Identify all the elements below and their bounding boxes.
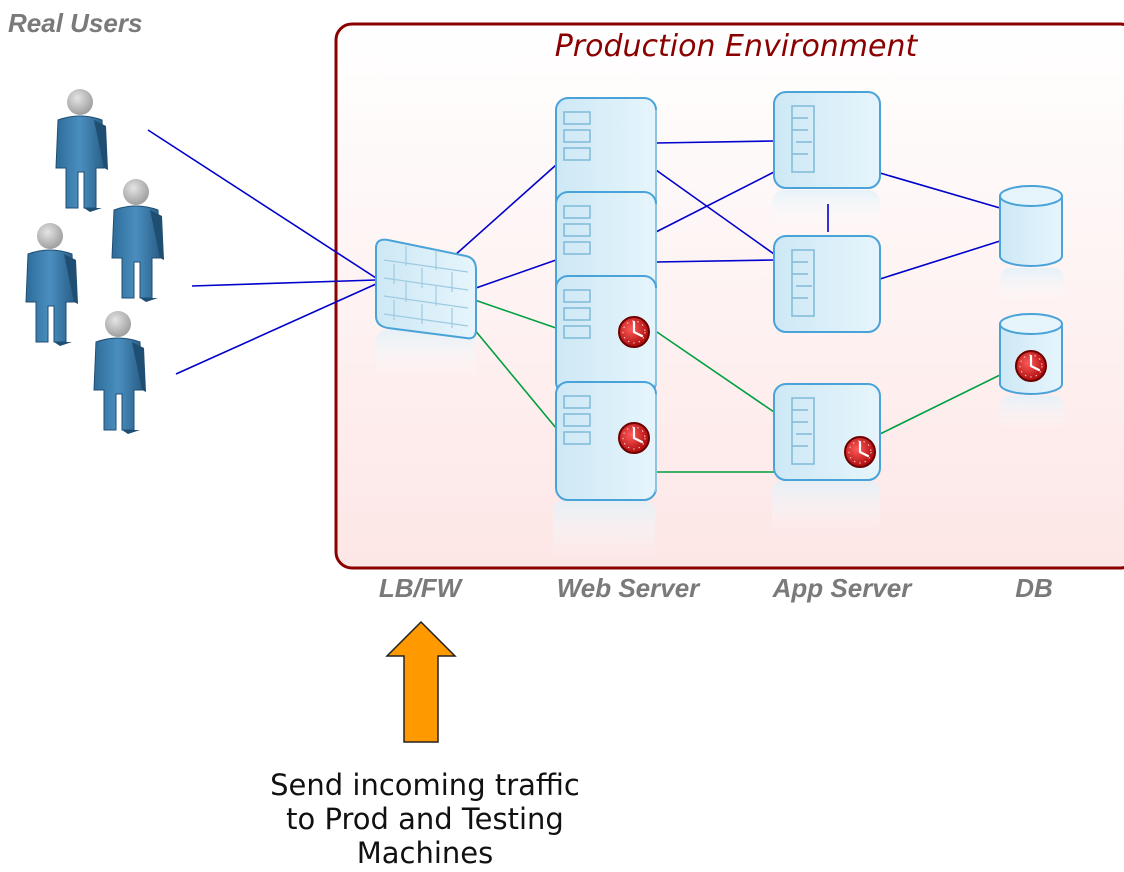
clock-icon [617, 421, 651, 455]
column-labels: LB/FW Web Server App Server DB [379, 573, 1053, 603]
traffic-note: Send incoming traffic to Prod and Testin… [270, 768, 580, 870]
database-icon [999, 185, 1063, 267]
production-links [453, 140, 1001, 289]
person-icon [111, 178, 165, 303]
column-label-app: App Server [772, 573, 914, 603]
users-label: Real Users [8, 8, 142, 38]
column-label-db: DB [1015, 573, 1053, 603]
clock-icon [617, 315, 651, 349]
app-servers [773, 91, 881, 481]
column-label-lb: LB/FW [379, 573, 464, 603]
firewall-icon [375, 238, 477, 340]
person-icon [25, 222, 79, 347]
app-server-icon [773, 235, 881, 333]
person-icon [93, 310, 147, 435]
note-line-3: Machines [357, 836, 494, 870]
user-link-1 [147, 129, 377, 279]
column-label-web: Web Server [557, 573, 701, 603]
web-servers [555, 97, 657, 501]
person-icon [55, 88, 109, 213]
clock-icon [1014, 349, 1048, 383]
reflections [376, 190, 1064, 560]
real-users [25, 88, 165, 435]
user-links [147, 129, 377, 375]
up-arrow-icon [385, 620, 457, 743]
user-link-2 [191, 279, 377, 287]
environment-title: Production Environment [555, 29, 919, 64]
note-line-1: Send incoming traffic [270, 768, 580, 802]
app-server-icon [773, 91, 881, 189]
clock-icon [843, 435, 877, 469]
user-link-3 [175, 283, 377, 375]
note-line-2: to Prod and Testing [286, 802, 564, 836]
production-environment: Production Environment [334, 22, 1124, 570]
